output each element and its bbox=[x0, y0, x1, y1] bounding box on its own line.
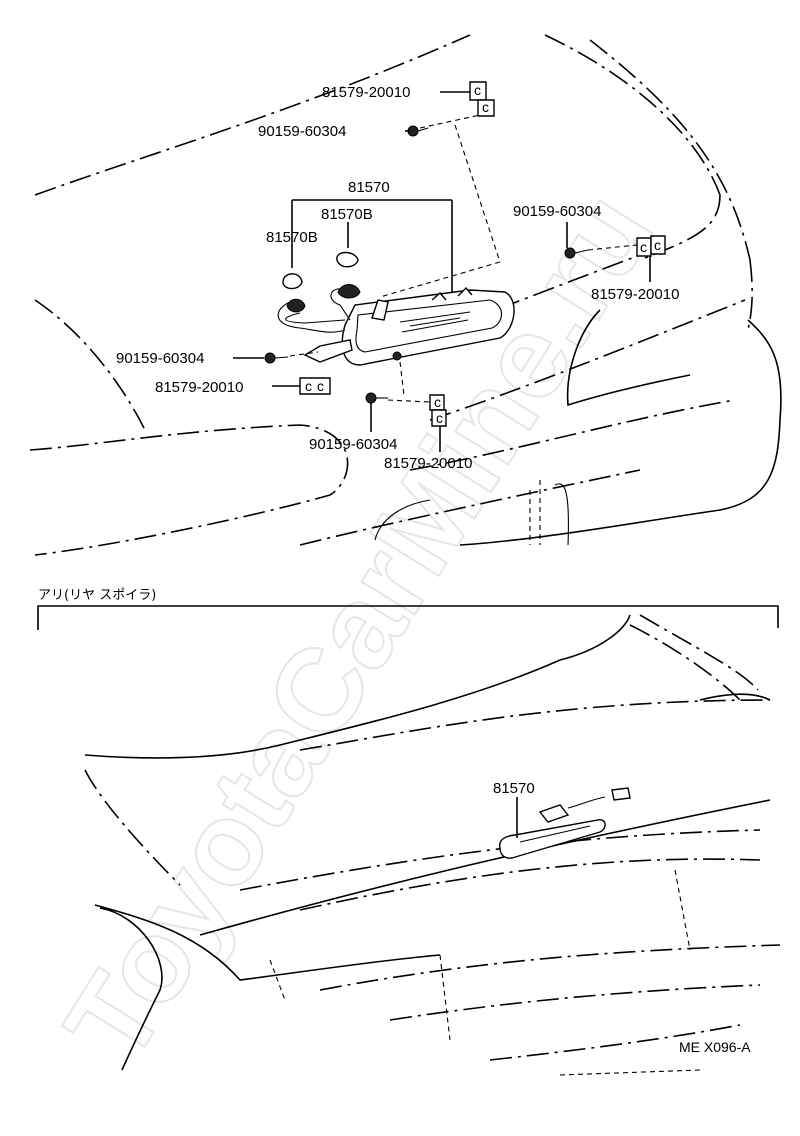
label-clip-left: 81579-20010 bbox=[155, 379, 243, 396]
svg-text:c: c bbox=[434, 394, 441, 410]
svg-text:c: c bbox=[640, 239, 647, 255]
label-screw-bottom: 90159-60304 bbox=[309, 436, 397, 453]
label-spoiler-lamp: 81570 bbox=[493, 780, 535, 797]
label-clip-bottom: 81579-20010 bbox=[384, 455, 472, 472]
figure-reference: ME X096-A bbox=[679, 1039, 751, 1055]
fasteners: c c c c c c c c bbox=[264, 81, 666, 427]
label-socket-left: 81570B bbox=[266, 229, 318, 246]
lower-car-body bbox=[84, 614, 781, 1076]
spoiler-stop-lamp bbox=[498, 787, 631, 859]
leader-lines bbox=[233, 91, 651, 452]
socket-bulb-right bbox=[336, 251, 359, 268]
svg-text:c: c bbox=[474, 82, 481, 98]
label-clip-right: 81579-20010 bbox=[591, 286, 679, 303]
svg-text:c: c bbox=[317, 378, 324, 394]
section-title: アリ(リヤ スポイラ) bbox=[38, 588, 156, 603]
section-bracket bbox=[37, 605, 779, 630]
label-screw-left: 90159-60304 bbox=[116, 350, 204, 367]
label-screw-top: 90159-60304 bbox=[258, 123, 346, 140]
stop-lamp-assembly bbox=[277, 284, 515, 366]
label-socket-right: 81570B bbox=[321, 206, 373, 223]
svg-text:c: c bbox=[305, 378, 312, 394]
svg-text:c: c bbox=[436, 410, 443, 426]
label-screw-right: 90159-60304 bbox=[513, 203, 601, 220]
label-clip-top: 81579-20010 bbox=[322, 84, 410, 101]
svg-text:c: c bbox=[654, 237, 661, 253]
upper-car-body bbox=[29, 34, 782, 556]
svg-text:c: c bbox=[482, 99, 489, 115]
label-lamp-assembly: 81570 bbox=[348, 179, 390, 196]
socket-bulb-left bbox=[282, 273, 303, 290]
